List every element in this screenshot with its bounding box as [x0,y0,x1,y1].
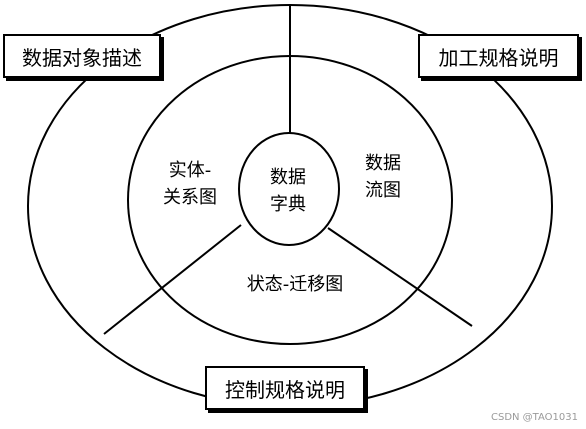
inner-ellipse [238,132,340,246]
data-object-description-label: 数据对象描述 [22,45,142,70]
data-dictionary-label: 数据 字典 [248,164,328,218]
divider-lower-left [103,224,242,335]
process-specification-label: 加工规格说明 [438,45,559,70]
data-dictionary-line-2: 字典 [270,194,306,215]
divider-lower-right [327,227,473,327]
data-object-description-box: 数据对象描述 [3,34,161,78]
data-dictionary-line-1: 数据 [270,167,306,188]
control-specification-label: 控制规格说明 [225,377,345,402]
er-diagram-line-1: 实体- [168,160,212,181]
process-specification-box: 加工规格说明 [418,34,579,78]
er-diagram-line-2: 关系图 [163,187,217,208]
er-diagram-label: 实体- 关系图 [150,157,230,211]
data-flow-diagram-line-2: 流图 [365,180,401,201]
state-transition-diagram-label: 状态-迁移图 [246,274,344,295]
control-specification-box: 控制规格说明 [205,366,365,410]
watermark-text: CSDN @TAO1031 [490,412,578,423]
data-flow-diagram-line-1: 数据 [365,153,401,174]
data-flow-diagram-label: 数据 流图 [348,150,418,204]
